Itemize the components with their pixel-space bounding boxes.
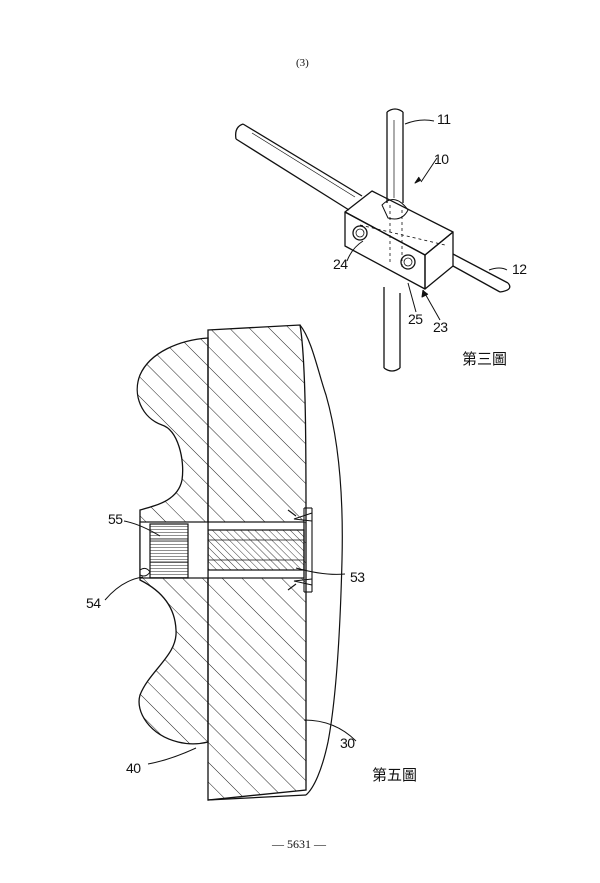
ref-53: 53	[350, 570, 365, 584]
ref-40: 40	[126, 761, 141, 775]
ref-55: 55	[108, 512, 123, 526]
page-label: (3)	[296, 58, 309, 69]
figure-3-caption: 第三圖	[462, 352, 507, 367]
ref-12: 12	[512, 262, 527, 276]
ref-25: 25	[408, 312, 423, 326]
figure-5-section	[105, 325, 356, 800]
ref-30: 30	[340, 736, 355, 750]
vertical-rod-lower	[384, 287, 400, 371]
vertical-rod-upper	[387, 109, 403, 203]
horizontal-rod-left	[236, 124, 362, 210]
clamp-block	[345, 191, 453, 289]
figure-3-leaders	[347, 120, 507, 320]
figure-5-caption: 第五圖	[372, 768, 417, 783]
screw-shank-53	[208, 530, 304, 570]
ref-10: 10	[434, 152, 449, 166]
screw-head-55	[150, 524, 188, 578]
page-number: — 5631 —	[272, 838, 326, 850]
ref-11: 11	[437, 112, 451, 126]
ref-23: 23	[433, 320, 448, 334]
horizontal-rod-right	[453, 254, 510, 292]
ref-54: 54	[86, 596, 101, 610]
ref-24: 24	[333, 257, 348, 271]
